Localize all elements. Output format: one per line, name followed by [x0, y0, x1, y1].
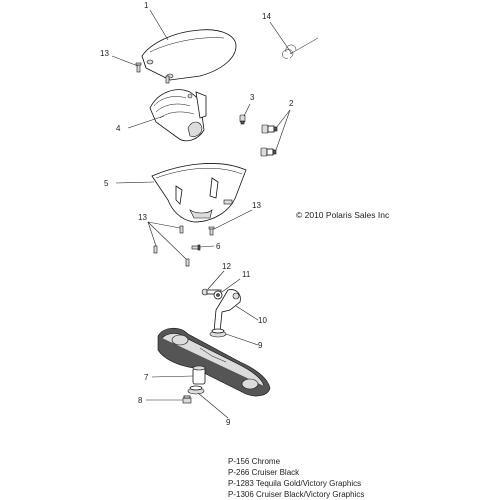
- callout-8: 8: [138, 396, 143, 405]
- spacer-7-part: [192, 365, 206, 385]
- callout-10: 10: [258, 316, 267, 325]
- callout-13-top: 13: [100, 49, 109, 58]
- visor-screw: [135, 62, 142, 73]
- callout-13-right: 13: [252, 201, 261, 210]
- callout-11: 11: [242, 270, 251, 279]
- nut-8-part: [182, 395, 192, 404]
- legend-line: P-1306 Cruiser Black/Victory Graphics: [228, 490, 364, 499]
- callout-14: 14: [262, 12, 271, 21]
- callout-7: 7: [144, 373, 149, 382]
- grommet-upper-part: [209, 328, 227, 338]
- callout-3: 3: [250, 93, 255, 102]
- headlight-bucket-part: [151, 163, 247, 223]
- bucket-screw-c: [185, 258, 190, 267]
- legend-line: P-266 Cruiser Black: [228, 468, 300, 477]
- callout-9-lower: 9: [226, 418, 231, 427]
- legend-line: P-1283 Tequila Gold/Victory Graphics: [228, 479, 361, 488]
- wire-clip-part: [282, 37, 319, 59]
- callout-13-left: 13: [138, 213, 147, 222]
- callout-9-upper: 9: [258, 341, 263, 350]
- callout-5: 5: [104, 179, 109, 188]
- callout-2: 2: [289, 99, 294, 108]
- bracket-11-part: [213, 290, 223, 300]
- small-bulb-part: [239, 114, 246, 125]
- bulb-upper-part: [261, 124, 278, 134]
- headlight-housing-part: [149, 89, 207, 142]
- callout-6: 6: [216, 242, 221, 251]
- visor-screw-2: [165, 75, 170, 84]
- callout-4: 4: [116, 124, 121, 133]
- legend-line: P-156 Chrome: [228, 457, 281, 466]
- bucket-screw-a: [179, 225, 184, 234]
- leader-lines: [111, 9, 293, 419]
- visor-part: [141, 29, 237, 81]
- grommet-lower-part: [187, 385, 205, 395]
- screw-6-part: [191, 244, 201, 251]
- callout-12: 12: [222, 262, 231, 271]
- fork-clamp-part: [157, 327, 271, 397]
- bucket-screw-right: [208, 226, 215, 236]
- bulb-lower-part: [260, 147, 277, 157]
- copyright-notice: © 2010 Polaris Sales Inc: [296, 210, 390, 220]
- finish-legend: P-156 Chrome P-266 Cruiser Black P-1283 …: [228, 457, 364, 499]
- bucket-screw-b: [153, 245, 158, 254]
- callout-1: 1: [144, 1, 149, 10]
